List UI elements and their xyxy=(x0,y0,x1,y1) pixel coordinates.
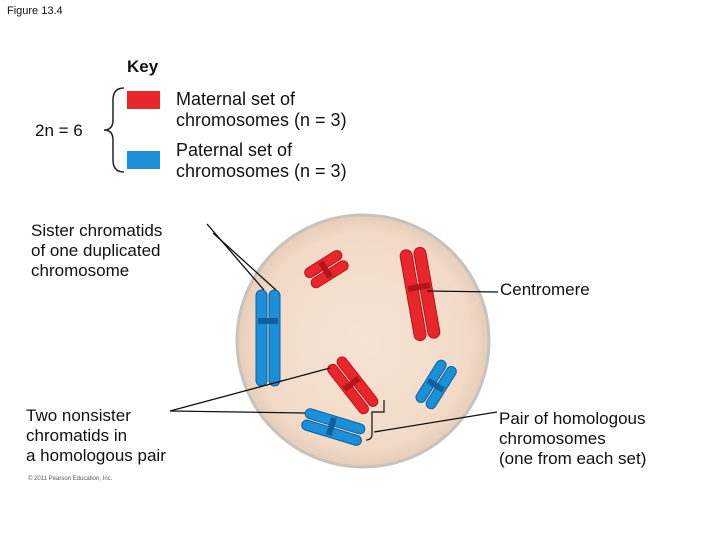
paternal-legend-line1: Paternal set of xyxy=(176,140,293,160)
sister-line2: of one duplicated xyxy=(31,241,161,260)
sister-line3: chromosome xyxy=(31,261,130,280)
maternal-legend-line2: chromosomes (n = 3) xyxy=(176,110,347,130)
paternal-legend: Paternal set of chromosomes (n = 3) xyxy=(176,140,347,182)
sister-chromatids-callout: Sister chromatids of one duplicated chro… xyxy=(31,221,162,281)
nonsister-line2: chromatids in xyxy=(26,426,128,445)
figure-label: Figure 13.4 xyxy=(7,5,63,17)
sister-line1: Sister chromatids xyxy=(31,221,163,240)
key-title: Key xyxy=(127,57,159,76)
copyright-notice: © 2011 Pearson Education, Inc. xyxy=(28,476,113,482)
paternal-swatch xyxy=(127,151,160,169)
homologous-pair-callout: Pair of homologous chromosomes (one from… xyxy=(499,409,646,469)
nonsister-chromatids-callout: Two nonsister chromatids in a homologous… xyxy=(26,406,166,466)
maternal-swatch xyxy=(127,91,160,109)
paternal-medium-chromosome xyxy=(301,408,366,446)
maternal-short-chromosome xyxy=(304,250,349,289)
key-bracket xyxy=(103,87,125,173)
leader-lines xyxy=(169,223,499,433)
centromere-callout: Centromere xyxy=(500,280,590,299)
homologous-pair-bracket xyxy=(365,400,385,441)
pair-line3: (one from each set) xyxy=(499,449,647,468)
pair-line2: chromosomes xyxy=(499,429,606,448)
ploidy-label: 2n = 6 xyxy=(35,121,83,140)
maternal-legend-line1: Maternal set of xyxy=(176,89,296,109)
maternal-legend: Maternal set of chromosomes (n = 3) xyxy=(176,89,347,131)
maternal-long-chromosome xyxy=(399,246,441,342)
pair-line1: Pair of homologous xyxy=(499,409,646,428)
paternal-short-chromosome xyxy=(415,359,457,410)
maternal-medium-chromosome xyxy=(327,356,379,415)
nonsister-line1: Two nonsister xyxy=(26,406,131,425)
nonsister-line3: a homologous pair xyxy=(26,446,166,465)
paternal-legend-line2: chromosomes (n = 3) xyxy=(176,161,347,181)
paternal-long-chromosome xyxy=(255,289,281,387)
